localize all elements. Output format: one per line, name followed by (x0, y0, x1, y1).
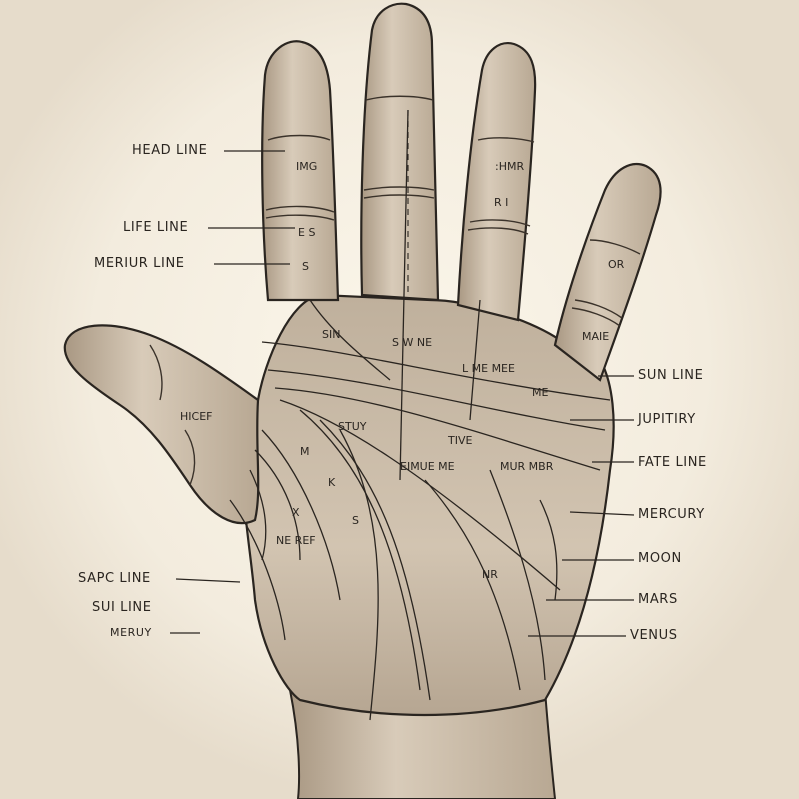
label-head-line: HEAD LINE (132, 143, 208, 158)
label-mars: MARS (638, 592, 678, 607)
hand-text: :HMR (495, 160, 524, 173)
wrist (288, 689, 557, 799)
hand-text: R I (494, 196, 508, 209)
label-sun-line: SUN LINE (638, 368, 704, 383)
hand-text: S (302, 260, 309, 273)
hand-text: HICEF (180, 410, 212, 423)
hand-text: IMG (296, 160, 317, 173)
hand-text: EIMUE ME (400, 460, 455, 473)
label-sui-line: SUI LINE (92, 600, 152, 615)
label-meriur-line: MERIUR LINE (94, 256, 185, 271)
label-meruy: MERUY (110, 626, 152, 639)
hand-text: X (292, 506, 300, 519)
label-leaders (170, 150, 635, 637)
hand-text: E S (298, 226, 315, 239)
hand-text: L ME MEE (462, 362, 515, 375)
label-venus: VENUS (630, 628, 678, 643)
palm-lines (229, 109, 611, 721)
hand-text: OR (608, 258, 625, 271)
little-finger (553, 163, 662, 382)
hand-text: TIVE (447, 434, 472, 447)
hand-text: MAIE (582, 330, 609, 343)
label-jupitiry: JUPITIRY (638, 412, 696, 427)
hand-text: STUY (338, 420, 367, 433)
finger-creases (149, 95, 641, 486)
hand-text: NE REF (276, 534, 316, 547)
thumb (63, 324, 260, 525)
hand-text: NR (482, 568, 498, 581)
hand-text: SIN (322, 328, 340, 341)
palm (241, 293, 615, 717)
hand-text: MUR MBR (500, 460, 554, 473)
hand-text: S W NE (392, 336, 432, 349)
index-finger (261, 40, 340, 302)
hand-annotations: IMG E S S :HMR R I OR MAIE SIN S W NE L … (180, 160, 625, 581)
label-moon: MOON (638, 551, 682, 566)
hand-text: K (328, 476, 336, 489)
hand-text: ME (532, 386, 548, 399)
middle-finger (360, 2, 440, 302)
label-mercury: MERCURY (638, 507, 705, 522)
label-life-line: LIFE LINE (123, 220, 189, 235)
label-sapc-line: SAPC LINE (78, 571, 151, 586)
hand-text: M (300, 445, 310, 458)
hand-text: S (352, 514, 359, 527)
ring-finger (456, 42, 537, 322)
label-fate-line: FATE LINE (638, 455, 707, 470)
